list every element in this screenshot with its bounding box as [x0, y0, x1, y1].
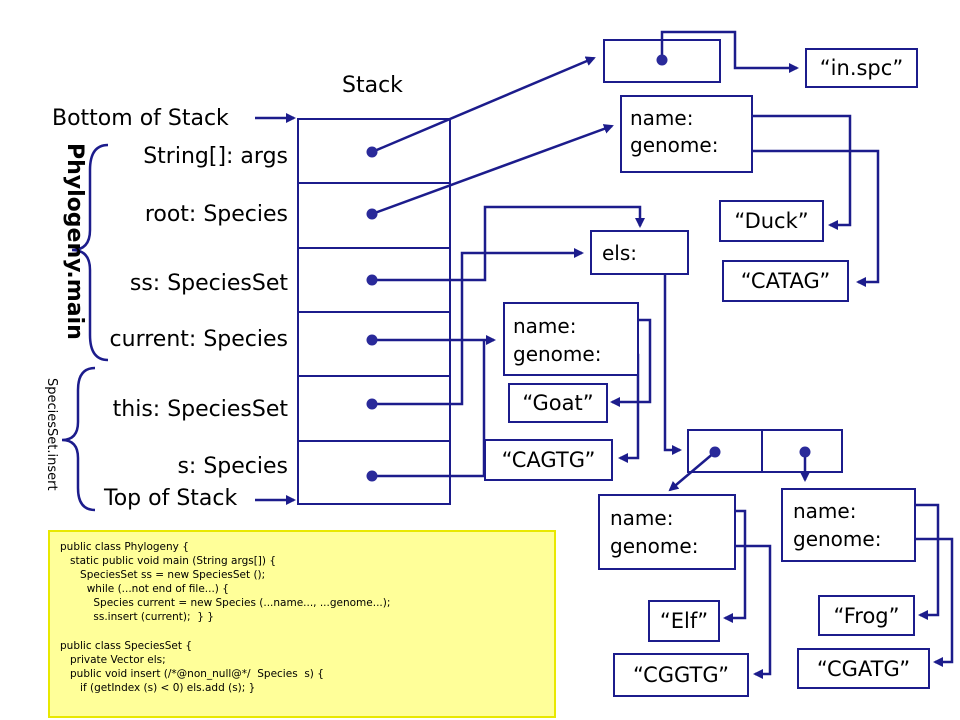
species-object-goat: name: genome:: [503, 302, 639, 376]
speciesset-object: els:: [590, 230, 689, 275]
stack-var-current: current: Species: [109, 327, 288, 352]
genome-field-label: genome:: [630, 133, 719, 157]
stack-title: Stack: [342, 73, 403, 98]
array-element-pointer: [660, 30, 799, 73]
string-catag: “CATAG”: [722, 260, 849, 302]
name-field-label: name:: [610, 506, 674, 530]
string-cggtg: “CGGTG”: [613, 653, 749, 697]
stack-var-this: this: SpeciesSet: [112, 397, 288, 422]
code-line: public class SpeciesSet {: [60, 639, 193, 652]
code-line: [60, 625, 554, 639]
stack-var-root: root: Species: [144, 202, 288, 227]
string-elf: “Elf”: [648, 600, 720, 642]
root-name-pointer: [735, 114, 852, 230]
string-cagtg: “CAGTG”: [484, 439, 613, 481]
code-line: if (getIndex (s) < 0) els.add (s); }: [60, 681, 256, 694]
elf-genome-pointer: [712, 544, 772, 679]
frog-name-pointer: [898, 503, 940, 620]
this-pointer: [372, 248, 584, 406]
code-line: SpeciesSet ss = new SpeciesSet ();: [60, 569, 266, 582]
code-line: static public void main (String args[]) …: [60, 555, 277, 568]
name-field-label: name:: [513, 314, 577, 338]
code-line: public class Phylogeny {: [60, 541, 189, 553]
code-line: public void insert (/*@non_null@*/ Speci…: [60, 667, 324, 680]
stack-cells: [297, 118, 451, 505]
stack-var-ss: ss: SpeciesSet: [129, 271, 288, 296]
stack-var-s: s: Species: [177, 454, 288, 479]
code-line: Species current = new Species (...name..…: [60, 597, 391, 610]
main-brace: [71, 143, 109, 362]
code-line: while (...not end of file...) {: [60, 583, 229, 596]
genome-field-label: genome:: [610, 534, 699, 558]
insert-brace: [61, 366, 96, 512]
code-panel: public class Phylogeny { static public v…: [48, 530, 556, 718]
stack-var-args: String[]: args: [143, 144, 288, 169]
genome-field-label: genome:: [513, 342, 602, 366]
ss-pointer: [372, 205, 645, 282]
genome-field-label: genome:: [793, 527, 882, 551]
frame-label-main: Phylogeny.main: [62, 143, 87, 340]
string-in-spc: “in.spc”: [805, 48, 918, 88]
string-frog: “Frog”: [818, 595, 915, 636]
string-cgatg: “CGATG”: [797, 648, 930, 689]
frog-genome-pointer: [898, 537, 954, 667]
vector-cell-0-pointer: [668, 451, 716, 492]
string-goat: “Goat”: [508, 383, 608, 423]
code-line: ss.insert (current); } }: [60, 611, 214, 624]
species-object-frog: name: genome:: [781, 488, 916, 562]
species-object-elf: name: genome:: [598, 494, 736, 570]
els-pointer: [663, 254, 682, 455]
bottom-of-stack-label: Bottom of Stack: [52, 106, 229, 131]
species-object-root: name: genome:: [620, 95, 753, 173]
els-field-label: els:: [602, 241, 638, 265]
name-field-label: name:: [793, 499, 857, 523]
code-line: private Vector els;: [60, 653, 166, 666]
top-of-stack-label: Top of Stack: [104, 486, 238, 511]
root-genome-pointer: [735, 149, 880, 287]
string-duck: “Duck”: [719, 200, 824, 242]
root-pointer: [371, 124, 614, 216]
frame-label-insert: SpeciesSet.insert: [44, 378, 59, 491]
args-pointer: [371, 56, 596, 154]
name-field-label: name:: [630, 106, 694, 130]
